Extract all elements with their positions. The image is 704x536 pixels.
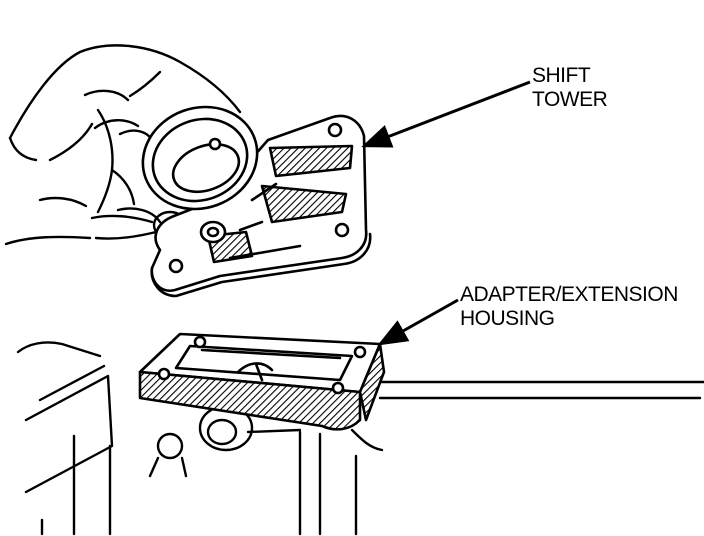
adapter-housing-leader-arrow <box>377 298 459 346</box>
shift-tower-leader-arrow <box>361 80 531 148</box>
adapter-housing-label: ADAPTER/EXTENSION HOUSING <box>460 283 678 331</box>
transmission-case <box>16 341 704 536</box>
adapter-housing-label-line1: ADAPTER/EXTENSION <box>460 283 678 306</box>
shift-tower-label-line1: SHIFT <box>532 64 591 87</box>
shift-tower-label: SHIFT TOWER <box>532 64 608 112</box>
adapter-housing-label-line2: HOUSING <box>460 307 555 330</box>
shift-tower-label-line2: TOWER <box>532 88 608 111</box>
shift-tower <box>141 105 372 298</box>
adapter-extension-housing <box>138 332 386 431</box>
